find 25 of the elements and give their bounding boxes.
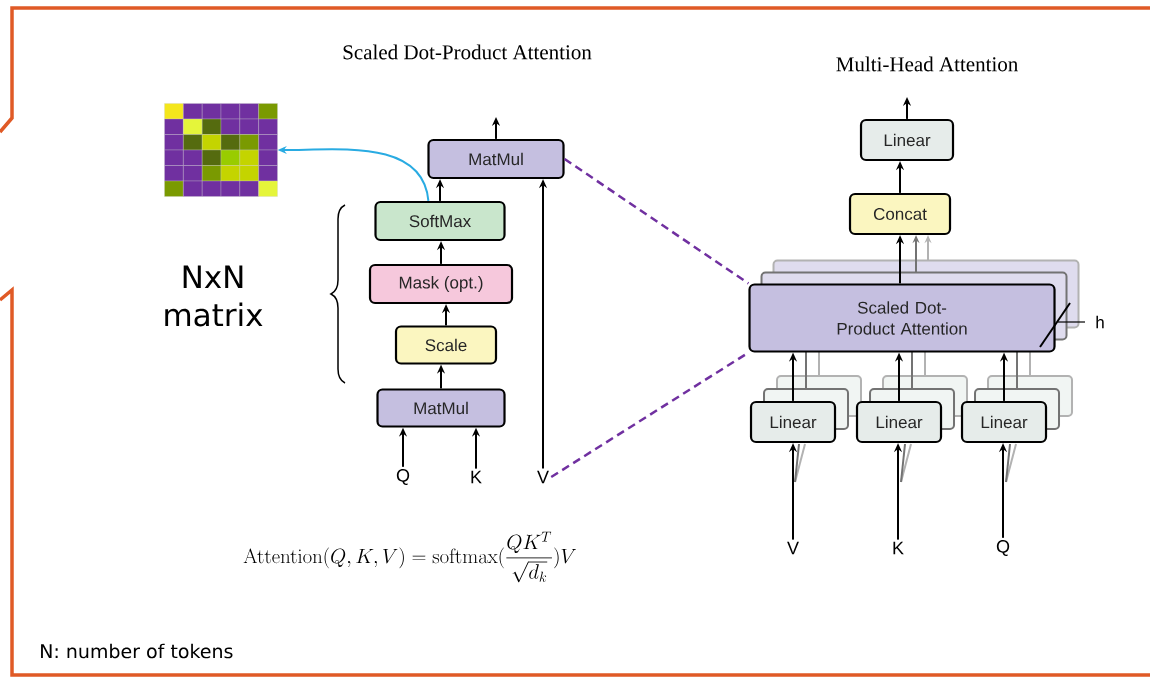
process-box: Linear	[960, 400, 1048, 444]
heatmap-drawing	[164, 103, 278, 197]
input-label: Q	[996, 540, 1010, 556]
heading: Multi-Head Attention	[836, 56, 1018, 72]
process-box: Mask (opt.)	[368, 263, 514, 305]
process-box: Scale	[394, 325, 498, 365]
formula: $\mathrm{Attention}(Q, K, V) = \mathrm{softmax}(\frac{QK^T}{\sqrt{d_k}})V$	[243, 531, 577, 583]
annotation-text: NxN matrix	[165, 265, 263, 327]
process-box: SoftMax	[374, 200, 506, 242]
process-box: Scaled Dot-Product Attention	[748, 283, 1056, 353]
process-box: Linear	[749, 400, 837, 444]
footnote-text: N: number of tokens	[41, 643, 233, 659]
connector-line	[563, 157, 750, 285]
input-label: V	[537, 470, 549, 484]
input-label: K	[471, 470, 482, 484]
heading: Scaled Dot-Product Attention	[343, 44, 592, 60]
input-label: Q	[396, 469, 410, 485]
input-label: K	[893, 541, 904, 555]
input-label: V	[787, 541, 799, 555]
process-box: MatMul	[376, 388, 506, 428]
process-box: Linear	[859, 118, 955, 162]
layer-count-label: h	[1096, 315, 1104, 329]
process-box: Concat	[848, 192, 952, 236]
process-box: Linear	[855, 400, 943, 444]
process-box: MatMul	[427, 138, 565, 180]
